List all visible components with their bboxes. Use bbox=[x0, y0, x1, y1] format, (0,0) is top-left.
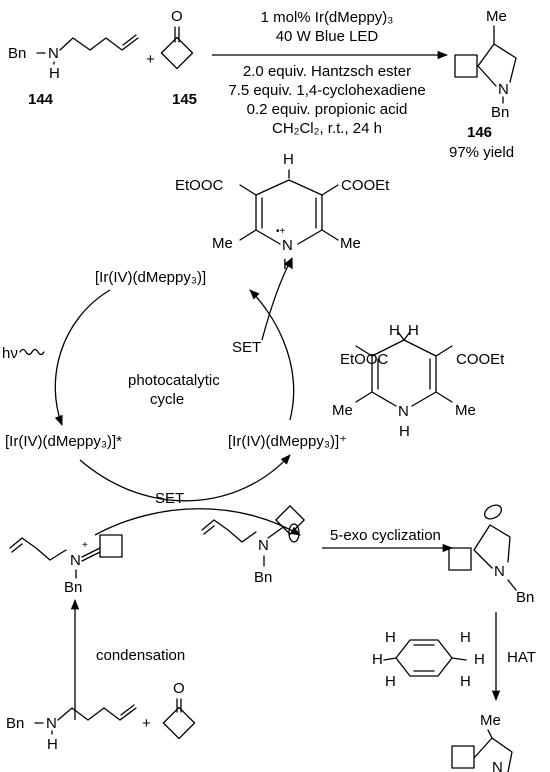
bn-label: Bn bbox=[491, 104, 509, 121]
o-atom: O bbox=[173, 680, 185, 697]
bn-label: Bn bbox=[516, 589, 534, 606]
h-atom: H bbox=[283, 151, 294, 168]
compound-145-label: 145 bbox=[172, 91, 197, 108]
compound-146-label: 146 bbox=[467, 124, 492, 141]
h-atom: H bbox=[460, 673, 471, 690]
set-bottom-label: SET bbox=[155, 490, 184, 507]
n-atom: N bbox=[282, 237, 293, 254]
h-atom: H bbox=[47, 736, 58, 753]
hat-label: HAT bbox=[507, 649, 536, 666]
plus-sign-bottom: + bbox=[142, 715, 151, 732]
cyclized-radical: N Bn bbox=[448, 504, 534, 606]
condition-chd: 7.5 equiv. 1,4-cyclohexadiene bbox=[228, 82, 425, 99]
condition-solvent: CH₂Cl₂, r.t., 24 h bbox=[272, 120, 382, 137]
h-atom: H bbox=[49, 65, 60, 82]
n-atom: N bbox=[48, 45, 59, 62]
cycle-center-line2: cycle bbox=[150, 391, 184, 408]
plus-charge: + bbox=[82, 540, 88, 551]
me-label: Me bbox=[486, 8, 507, 25]
plus-sign-top: + bbox=[146, 51, 155, 68]
h-atom: H bbox=[474, 651, 485, 668]
ir-excited-label: [Ir(IV)(dMeppy₃)]* bbox=[5, 433, 122, 450]
condition-catalyst: 1 mol% Ir(dMeppy)₃ bbox=[261, 9, 394, 26]
methyl-left: Me bbox=[332, 402, 353, 419]
cycle-arc-left bbox=[54, 289, 111, 426]
condition-light: 40 W Blue LED bbox=[276, 28, 379, 45]
hv-label: hν bbox=[2, 345, 18, 362]
me-label: Me bbox=[480, 712, 501, 729]
cycle-arc-right bbox=[249, 289, 295, 421]
methyl-right: Me bbox=[340, 235, 361, 252]
product-146: Me N Bn 146 97% yield bbox=[449, 8, 517, 161]
ester-left: EtOOC bbox=[340, 351, 389, 368]
cyclohexadiene: H H H H H H bbox=[372, 629, 485, 690]
n-atom: N bbox=[46, 715, 57, 732]
h-atom: H bbox=[460, 629, 471, 646]
h-atom: H bbox=[385, 629, 396, 646]
h-atom: H bbox=[399, 423, 410, 440]
radical-cation-mark: •+ bbox=[276, 226, 286, 237]
n-atom: N bbox=[398, 403, 409, 420]
final-product: Me N bbox=[451, 712, 513, 772]
cycle-center-line1: photocatalytic bbox=[128, 372, 220, 389]
bn-label: Bn bbox=[8, 45, 26, 62]
ester-right: COOEt bbox=[456, 351, 505, 368]
yield-label: 97% yield bbox=[449, 144, 514, 161]
ir-top-label: [Ir(IV)(dMeppy₃)] bbox=[95, 269, 206, 286]
cyclobutanone-bottom: O bbox=[162, 680, 196, 740]
reactant-amine-144: Bn N H 144 bbox=[8, 34, 139, 108]
condensation-label: condensation bbox=[96, 647, 185, 664]
n-atom: N bbox=[492, 759, 503, 772]
amine-reactant-bottom: Bn N H bbox=[6, 704, 137, 753]
reaction-conditions: 1 mol% Ir(dMeppy)₃ 40 W Blue LED 2.0 equ… bbox=[228, 9, 425, 137]
hantzsch-ester: H H N H EtOOC COOEt Me Me bbox=[332, 322, 505, 440]
n-atom: N bbox=[494, 563, 505, 580]
radical-orbital bbox=[288, 523, 300, 543]
h-atom: H bbox=[389, 322, 400, 339]
cyclization-label: 5-exo cyclization bbox=[330, 527, 441, 544]
o-atom: O bbox=[171, 8, 183, 25]
radical-orbital bbox=[483, 504, 503, 520]
ester-left: EtOOC bbox=[175, 177, 224, 194]
set-arrow-to-pyridinium bbox=[261, 257, 293, 341]
n-atom: N bbox=[70, 552, 81, 569]
compound-144-label: 144 bbox=[28, 91, 54, 108]
ir-oxidized-label: [Ir(IV)(dMeppy₃)]⁺ bbox=[228, 433, 347, 450]
h-atom: H bbox=[408, 322, 419, 339]
set-arrow-bottom bbox=[94, 508, 301, 536]
set-top-label: SET bbox=[232, 339, 261, 356]
iminium-ion: N + Bn bbox=[9, 534, 123, 596]
h-atom: H bbox=[372, 651, 383, 668]
alpha-amino-radical: N Bn bbox=[201, 505, 305, 586]
methyl-right: Me bbox=[455, 402, 476, 419]
bn-label: Bn bbox=[254, 569, 272, 586]
ester-right: COOEt bbox=[341, 177, 390, 194]
reactant-cyclobutanone-145: O 145 bbox=[160, 8, 197, 108]
n-atom: N bbox=[498, 81, 509, 98]
condition-acid: 0.2 equiv. propionic acid bbox=[247, 101, 408, 118]
h-atom: H bbox=[385, 673, 396, 690]
hantzsch-radical-cation: H N •+ H EtOOC COOEt Me Me bbox=[175, 151, 390, 273]
methyl-left: Me bbox=[212, 235, 233, 252]
cycle-arc-bottom bbox=[79, 454, 291, 502]
bn-label: Bn bbox=[6, 715, 24, 732]
n-atom: N bbox=[258, 537, 269, 554]
bn-label: Bn bbox=[64, 579, 82, 596]
condition-hantzsch: 2.0 equiv. Hantzsch ester bbox=[243, 63, 411, 80]
light-squiggle bbox=[19, 348, 45, 356]
